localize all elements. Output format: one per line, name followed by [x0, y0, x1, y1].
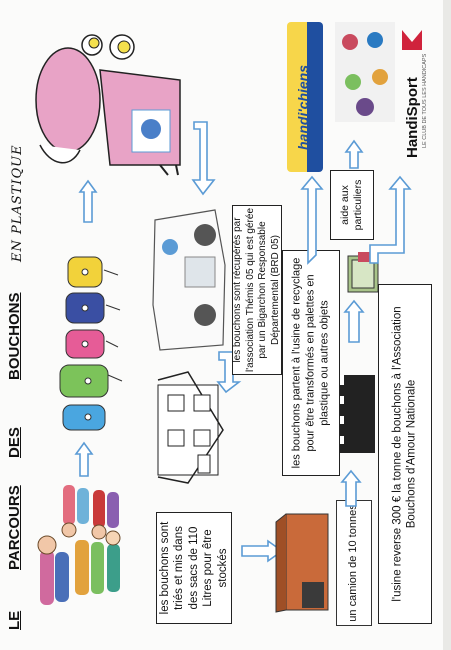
- step-usine-text: les bouchons partent à l'usine de recycl…: [290, 257, 330, 469]
- title-bouchons: BOUCHONS: [6, 292, 23, 380]
- handisport-text: HandiSport: [404, 77, 421, 158]
- handisport-subtext: LE CLUB DE TOUS LES HANDICAPS: [422, 53, 428, 148]
- association-car: [152, 209, 226, 351]
- step-aide-box: aide aux particuliers: [330, 170, 374, 240]
- recycling-bin-mascot: [35, 34, 181, 176]
- arrow-people-to-sacks: [74, 441, 94, 477]
- step-association-text: les bouchons sont récupérés par l'associ…: [232, 207, 281, 373]
- arrow-aide-loop: [300, 175, 412, 265]
- step-camion-box: un camion de 10 tonnes: [336, 500, 372, 626]
- handisport-photo: [335, 22, 395, 122]
- handisport-mark: [402, 30, 422, 50]
- step-reverse-text: l'usine reverse 300 € la tonne de boucho…: [391, 306, 418, 602]
- arrow-aide-to-photo: [344, 139, 364, 169]
- arrow-bin-to-car: [191, 121, 216, 196]
- step-reverse-box: l'usine reverse 300 € la tonne de boucho…: [378, 284, 432, 624]
- arrow-factory-to-pallet: [343, 299, 365, 343]
- step-camion-text: un camion de 10 tonnes: [347, 504, 360, 622]
- arrow-sacks-to-bin: [78, 179, 98, 223]
- title-suffix: EN PLASTIQUE: [10, 144, 25, 262]
- storage-house: [157, 371, 224, 484]
- arrow-tri-to-truck: [241, 539, 284, 563]
- step-usine-box: les bouchons partent à l'usine de recycl…: [282, 250, 340, 476]
- handichiens-text: handi'chiens: [295, 64, 311, 150]
- step-tri-text: les bouchons sont triés et mis dans des …: [159, 521, 229, 615]
- title-parcours: PARCOURS: [6, 485, 23, 570]
- handisport-logo: HandiSport LE CLUB DE TOUS LES HANDICAPS: [392, 28, 432, 178]
- step-tri-box: les bouchons sont triés et mis dans des …: [156, 512, 232, 624]
- bottle-cap-bags: [59, 256, 123, 431]
- people-illustration: [37, 485, 121, 605]
- step-association-box: les bouchons sont récupérés par l'associ…: [232, 205, 282, 375]
- paper-edge: [443, 0, 451, 650]
- truck: [275, 513, 329, 613]
- handichiens-logo: handi'chiens: [287, 22, 323, 172]
- title-des: DES: [6, 427, 23, 458]
- title-le: LE: [6, 610, 23, 630]
- arrow-truck-to-factory: [340, 469, 362, 507]
